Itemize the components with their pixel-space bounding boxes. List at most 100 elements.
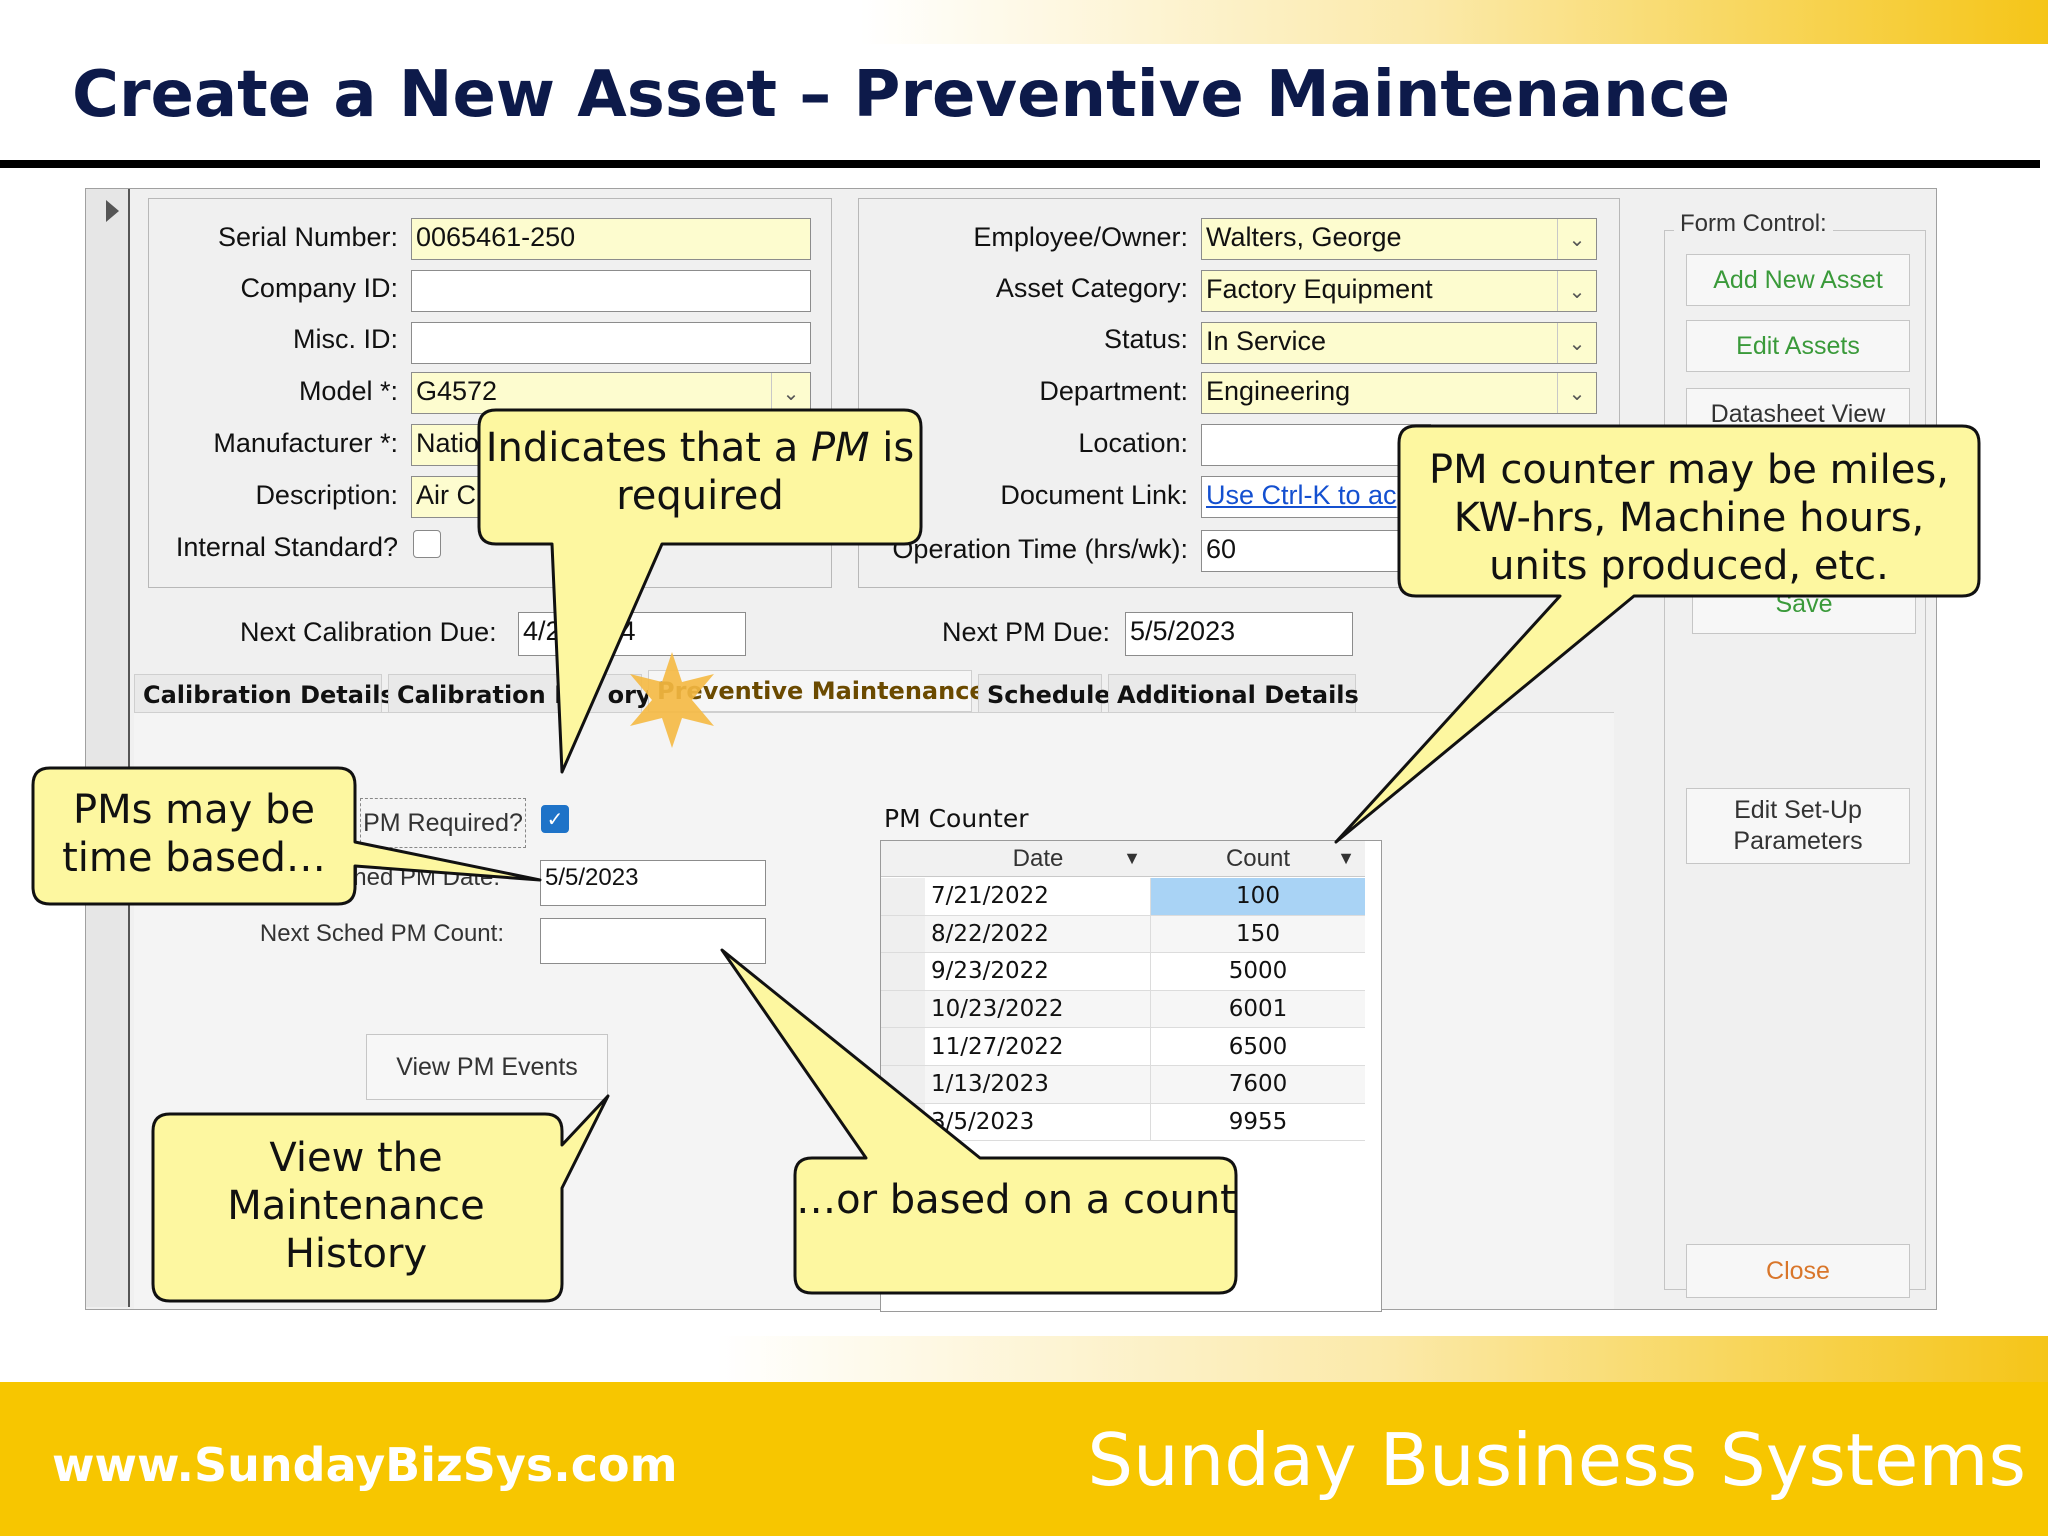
add-new-asset-button[interactable]: Add New Asset	[1686, 254, 1910, 306]
chevron-down-icon[interactable]: ⌄	[771, 373, 810, 413]
callout-history-shape	[151, 1094, 610, 1303]
table-cell-date[interactable]: 9/23/2022	[925, 953, 1151, 991]
tab-calibration-history[interactable]: Calibration H ory	[388, 674, 652, 716]
callout-counter-shape	[1334, 424, 1981, 844]
internal-standard-label: Internal Standard?	[175, 532, 398, 562]
pm-required-label: PM Required?	[360, 798, 526, 848]
table-cell-count[interactable]: 150	[1151, 915, 1365, 954]
slide-title: Create a New Asset – Preventive Maintena…	[72, 58, 1731, 132]
model-label: Model *:	[298, 376, 398, 406]
operation-time-label: Operation Time (hrs/wk):	[892, 534, 1188, 564]
tab-preventive-maintenance[interactable]: Preventive Maintenance	[648, 670, 986, 712]
table-cell-date[interactable]: 3/5/2023	[925, 1103, 1151, 1142]
footer-url[interactable]: www.SundayBizSys.com	[52, 1438, 678, 1492]
filter-icon[interactable]: ▼	[1123, 848, 1141, 868]
department-value: Engineering	[1206, 376, 1351, 406]
grid-row-selector[interactable]	[881, 915, 925, 954]
asset-category-value: Factory Equipment	[1206, 274, 1433, 304]
company-id-field[interactable]	[411, 270, 811, 312]
callout-counter: PM counter may be miles, KW-hrs, Machine…	[1429, 447, 1949, 589]
chevron-down-icon[interactable]: ⌄	[1557, 323, 1596, 363]
table-cell-date[interactable]: 1/13/2023	[925, 1066, 1151, 1104]
department-label: Department:	[1039, 376, 1188, 406]
next-sched-pm-count-label: Next Sched PM Count:	[259, 920, 504, 947]
model-combo[interactable]: G4572 ⌄	[411, 372, 811, 414]
manufacturer-label: Manufacturer *:	[213, 428, 398, 458]
bottom-gradient-band	[0, 1336, 2048, 1382]
employee-owner-combo[interactable]: Walters, George ⌄	[1201, 218, 1597, 260]
title-divider	[0, 160, 2040, 168]
callout-pm-required-shape	[477, 408, 923, 774]
grid-row-selector[interactable]	[881, 1028, 925, 1066]
close-button[interactable]: Close	[1686, 1244, 1910, 1298]
internal-standard-checkbox[interactable]	[413, 530, 441, 558]
count-column-label: Count	[1225, 844, 1291, 872]
status-combo[interactable]: In Service ⌄	[1201, 322, 1597, 364]
form-control-title: Form Control:	[1674, 210, 1833, 238]
asset-category-combo[interactable]: Factory Equipment ⌄	[1201, 270, 1597, 312]
next-sched-pm-date-field[interactable]: 5/5/2023	[540, 860, 766, 906]
top-gradient-band	[0, 0, 2048, 44]
table-cell-date[interactable]: 10/23/2022	[925, 990, 1151, 1029]
table-cell-date[interactable]: 8/22/2022	[925, 915, 1151, 954]
table-cell-count[interactable]: 100	[1151, 878, 1365, 916]
chevron-down-icon[interactable]: ⌄	[1557, 373, 1596, 413]
table-cell-count[interactable]: 6500	[1151, 1028, 1365, 1066]
table-cell-count[interactable]: 6001	[1151, 990, 1365, 1029]
company-id-label: Company ID:	[240, 273, 398, 303]
table-cell-count[interactable]: 9955	[1151, 1103, 1365, 1142]
highlight-star-icon	[630, 652, 714, 748]
grid-row-selector[interactable]	[881, 990, 925, 1029]
tab-calibration-details[interactable]: Calibration Details	[134, 674, 395, 716]
pm-counter-title: PM Counter	[884, 804, 1029, 833]
location-field[interactable]	[1201, 424, 1431, 466]
next-pm-due-field[interactable]: 5/5/2023	[1125, 612, 1353, 656]
description-label: Description:	[255, 480, 398, 510]
tab-schedule[interactable]: Schedule	[978, 674, 1111, 716]
date-column-header[interactable]: Date ▼	[925, 841, 1151, 877]
edit-assets-button[interactable]: Edit Assets	[1686, 320, 1910, 372]
status-value: In Service	[1206, 326, 1327, 356]
record-selector-bar[interactable]	[86, 189, 130, 1307]
callout-count-based: …or based on a count	[796, 1177, 1236, 1223]
employee-owner-value: Walters, George	[1206, 222, 1402, 252]
department-combo[interactable]: Engineering ⌄	[1201, 372, 1597, 414]
count-column-header[interactable]: Count ▼	[1151, 841, 1365, 877]
grid-select-all[interactable]	[881, 841, 925, 877]
callout-emphasis: PM	[810, 425, 870, 471]
table-cell-date[interactable]: 7/21/2022	[925, 878, 1151, 916]
misc-id-field[interactable]	[411, 322, 811, 364]
footer-brand: Sunday Business Systems	[1087, 1418, 2026, 1502]
filter-icon[interactable]: ▼	[1337, 848, 1355, 868]
callout-time-based: PMs may be time based…	[62, 787, 326, 881]
date-column-label: Date	[1012, 844, 1064, 872]
grid-row-selector[interactable]	[881, 953, 925, 991]
record-pointer-icon	[106, 200, 119, 222]
misc-id-label: Misc. ID:	[293, 324, 398, 354]
document-link-field[interactable]: Use Ctrl-K to ac	[1201, 476, 1431, 518]
table-cell-count[interactable]: 7600	[1151, 1066, 1365, 1104]
serial-number-label: Serial Number:	[217, 222, 398, 252]
callout-pm-required: Indicates that a PM is required	[480, 424, 920, 520]
location-label: Location:	[1078, 428, 1188, 458]
callout-history: View the Maintenance History	[227, 1135, 485, 1277]
model-value: G4572	[416, 376, 498, 406]
edit-setup-parameters-button[interactable]: Edit Set-Up Parameters	[1686, 788, 1910, 864]
callout-count-based-shape	[720, 948, 1238, 1295]
table-cell-date[interactable]: 11/27/2022	[925, 1028, 1151, 1066]
table-cell-count[interactable]: 5000	[1151, 953, 1365, 991]
view-pm-events-button[interactable]: View PM Events	[366, 1034, 608, 1100]
next-calibration-label: Next Calibration Due:	[240, 617, 497, 647]
chevron-down-icon[interactable]: ⌄	[1557, 271, 1596, 311]
asset-category-label: Asset Category:	[995, 273, 1188, 303]
callout-pm-required-text: Indicates that a PM is required	[485, 425, 915, 519]
chevron-down-icon[interactable]: ⌄	[1557, 219, 1596, 259]
serial-number-field[interactable]: 0065461-250	[411, 218, 811, 260]
footer-bar	[0, 1382, 2048, 1536]
grid-row-selector[interactable]	[881, 878, 925, 916]
employee-owner-label: Employee/Owner:	[973, 222, 1188, 252]
operation-time-field[interactable]: 60	[1201, 530, 1431, 572]
pm-required-checkbox[interactable]: ✓	[541, 805, 569, 833]
status-label: Status:	[1103, 324, 1188, 354]
